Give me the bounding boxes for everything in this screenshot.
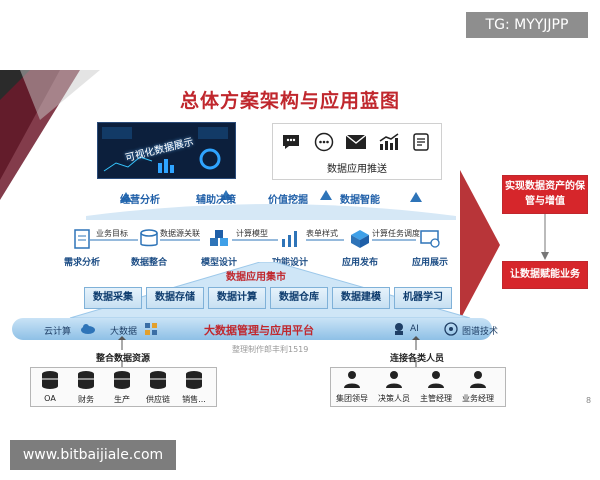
flow-edge-1: 业务目标 [96,229,128,238]
up-arrow-band [86,190,456,220]
module-box-5: 数据建模 [332,287,390,309]
flow-node-1: 需求分析 [62,229,102,268]
credit-text: 整理制作郎丰利1519 [232,345,309,354]
bottom-connectors [118,336,420,367]
outcome-arrow [541,214,549,260]
person-icon [470,371,486,388]
top-watermark: TG: MYYJJPP [466,12,588,38]
module-box-3: 数据计算 [208,287,266,309]
page-title: 总体方案架构与应用蓝图 [179,90,400,112]
cloud-icon [81,324,95,334]
resource-item-4: 供应链 [143,371,173,405]
database-icon [150,371,166,389]
flow-connectors [90,239,416,241]
ai-robot-icon [395,323,403,335]
database-icon [186,371,202,389]
graph-network-icon [444,322,458,336]
outcome-box-2: 让数据赋能业务 [502,261,588,289]
chart-trend-icon [379,132,399,152]
left-group-title: 整合数据资源 [96,354,151,364]
database-icon [78,371,94,389]
personnel-panel: 集团领导 决策人员 主管经理 业务经理 [330,367,506,407]
platform-right-item-1: AI [410,324,419,334]
push-caption: 数据应用推送 [327,164,387,175]
up-label-4: 数据智能 [340,195,380,206]
platform-right-item-2: 图谱技术 [462,327,499,337]
right-arrow-decoration [460,170,500,320]
flow-node-2: 数据整合 [129,229,169,268]
flow-node-5: 应用发布 [340,229,380,268]
person-icon [428,371,444,388]
bigdata-grid-icon [145,323,157,335]
platform-left-item-1: 云计算 [44,327,72,337]
resource-item-2: 财务 [71,371,101,405]
flow-edge-2: 数据源关联 [160,229,200,238]
page-number: 8 [586,396,592,405]
model-cubes-icon [210,230,228,246]
dashboard-graphics [102,127,228,173]
flow-node-3: 模型设计 [199,229,239,268]
document-icon [411,132,431,152]
data-resources-panel: OA 财务 生产 供应链 销售... [30,367,217,407]
data-integration-icon [140,229,158,247]
flow-node-4: 功能设计 [270,229,310,268]
person-item-3: 主管经理 [417,370,455,404]
message-dots-icon [314,132,334,152]
database-icon [42,371,58,389]
person-item-4: 业务经理 [459,370,497,404]
function-chart-icon [282,231,297,247]
resource-item-1: OA [35,371,65,403]
platform-band [12,318,492,340]
resource-item-5: 销售... [179,371,209,405]
outcome-box-1: 实现数据资产的保管与增值 [502,175,588,214]
corner-decoration [0,70,100,200]
person-icon [386,371,402,388]
module-box-6: 机器学习 [394,287,452,309]
platform-title: 大数据管理与应用平台 [204,324,314,337]
database-icon [114,371,130,389]
up-label-3: 价值挖掘 [268,195,308,206]
person-icon [344,371,360,388]
envelope-icon [346,132,366,152]
requirements-icon [74,229,90,249]
bottom-watermark: www.bitbaijiale.com [10,440,176,470]
platform-left-item-2: 大数据 [110,327,138,337]
flow-edge-3: 计算模型 [236,229,268,238]
person-item-1: 集团领导 [333,370,371,404]
flow-edge-5: 计算任务调度 [372,229,420,238]
right-group-title: 连接各类人员 [390,354,445,364]
resource-item-3: 生产 [107,371,137,405]
chat-bubble-icon [281,132,301,152]
push-panel: 数据应用推送 [272,123,442,180]
up-label-2: 辅助决策 [196,195,236,206]
flow-edge-4: 表单样式 [306,229,338,238]
module-box-2: 数据存储 [146,287,204,309]
dashboard-screen: 可视化数据展示 [97,122,236,179]
flow-node-6: 应用展示 [410,229,450,268]
display-screen-icon [420,230,440,248]
person-item-2: 决策人员 [375,370,413,404]
module-box-4: 数据仓库 [270,287,328,309]
cluster-label: 数据应用集市 [226,272,286,283]
publish-box-icon [351,230,369,248]
up-label-1: 经营分析 [120,195,160,206]
module-box-1: 数据采集 [84,287,142,309]
